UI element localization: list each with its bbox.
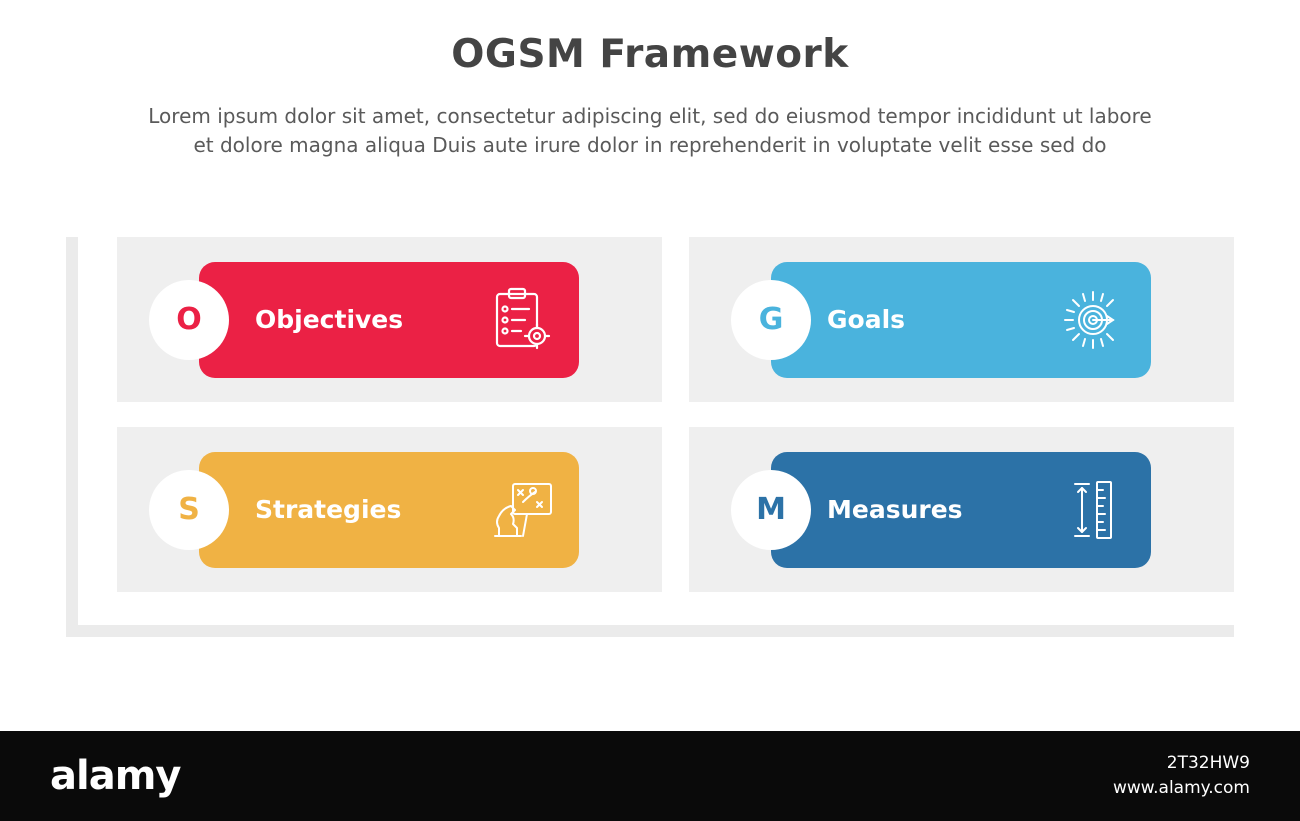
footer-info: 2T32HW9 www.alamy.com: [1113, 751, 1250, 801]
pill-strategies: Strategies: [199, 452, 579, 568]
footer-bar: alamy 2T32HW9 www.alamy.com: [0, 731, 1300, 821]
frame-left-bar: [66, 237, 78, 637]
footer-logo: alamy: [50, 753, 181, 799]
pill-label-objectives: Objectives: [255, 305, 404, 334]
page-subtitle: Lorem ipsum dolor sit amet, consectetur …: [50, 102, 1250, 160]
subtitle-line-1: Lorem ipsum dolor sit amet, consectetur …: [148, 104, 1152, 128]
chess-strategy-board-icon: [485, 474, 557, 546]
page-title: OGSM Framework: [451, 32, 849, 77]
letter-circle-goals: G: [731, 280, 811, 360]
footer-image-id: 2T32HW9: [1166, 753, 1250, 773]
frame-bottom-bar: [66, 625, 1234, 637]
target-dart-icon: [1057, 284, 1129, 356]
pill-label-goals: Goals: [827, 305, 906, 334]
pill-goals: Goals: [771, 262, 1151, 378]
letter-circle-measures: M: [731, 470, 811, 550]
letter-circle-strategies: S: [149, 470, 229, 550]
letter-circle-objectives: O: [149, 280, 229, 360]
pill-measures: Measures: [771, 452, 1151, 568]
pill-objectives: Objectives: [199, 262, 579, 378]
ruler-measure-icon: [1057, 474, 1129, 546]
pill-label-strategies: Strategies: [255, 495, 402, 524]
subtitle-line-2: et dolore magna aliqua Duis aute irure d…: [193, 133, 1107, 157]
footer-site: www.alamy.com: [1112, 778, 1250, 798]
pill-label-measures: Measures: [827, 495, 963, 524]
clipboard-target-icon: [485, 284, 557, 356]
